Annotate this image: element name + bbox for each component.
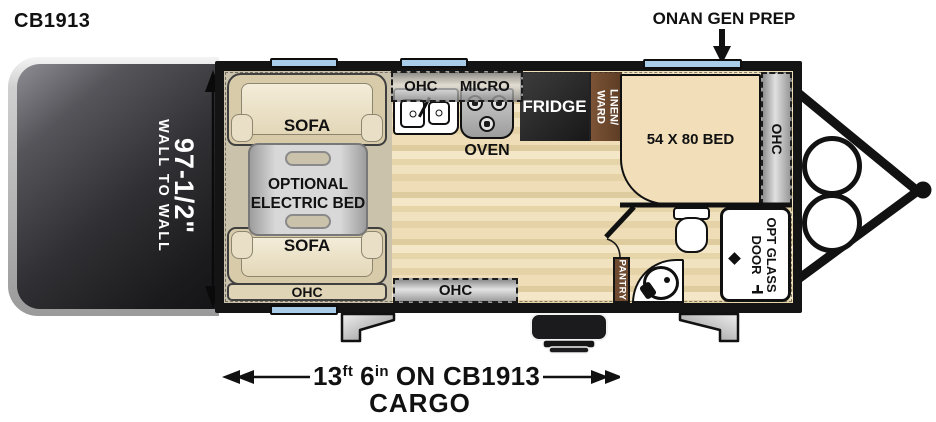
- oven-label: OVEN: [464, 142, 510, 159]
- shower-label-2: DOOR: [749, 235, 765, 274]
- sofa-rear-arm-left: [231, 231, 253, 259]
- sofa-front-arm-left: [231, 114, 253, 142]
- page-title: CB1913: [14, 10, 91, 32]
- window-top-1: [270, 58, 338, 68]
- stabilizer-step-left: [340, 312, 396, 343]
- ramp-dimension-note: WALL TO WALL: [154, 119, 171, 253]
- length-dimension: 13ft 6in ON CB1913: [222, 361, 620, 392]
- dim-feet-unit: ft: [342, 363, 354, 381]
- dim-feet: 13: [313, 361, 343, 391]
- kitchen-ohc-cabinet: OHC: [393, 278, 518, 303]
- dim-suffix: ON CB1913: [395, 361, 541, 391]
- sofa-rear: SOFA: [227, 227, 387, 285]
- pantry: PANTRY: [613, 257, 630, 303]
- trailer-body: SOFA SOFA OPTIONAL ELECTRIC BED OHC: [215, 61, 802, 313]
- bed: 54 X 80 BED: [620, 74, 761, 205]
- dim-inches: 6: [360, 361, 375, 391]
- garage-ohc-cabinet: OHC: [227, 283, 387, 301]
- ohc-label: OHC: [404, 78, 438, 95]
- burner-icon: [479, 116, 495, 132]
- sofa-rear-arm-right: [361, 231, 383, 259]
- hitch-ball: [914, 181, 932, 199]
- sofa-front-arm-right: [361, 114, 383, 142]
- bathroom-sink: [632, 259, 684, 303]
- linen-label-1: LINEN/: [607, 88, 620, 125]
- linen-label-2: WARD: [594, 89, 607, 124]
- cargo-ramp: [8, 57, 219, 316]
- linen-wardrobe: LINEN/ WARD: [589, 72, 622, 141]
- cargo-label: CARGO: [369, 388, 471, 418]
- stabilizer-step-right: [678, 312, 740, 343]
- propane-tank-2: [802, 193, 862, 253]
- onan-gen-prep-label: ONAN GEN PREP: [652, 9, 796, 28]
- fridge: FRIDGE: [520, 72, 589, 141]
- bed-notch-bottom: [285, 214, 331, 229]
- garage-area: SOFA SOFA OPTIONAL ELECTRIC BED OHC: [224, 71, 392, 303]
- window-top-3: [643, 59, 742, 69]
- toilet: [672, 207, 712, 254]
- window-top-2: [400, 58, 468, 68]
- dimension-arrow-left: [222, 369, 310, 384]
- bed-notch-top: [285, 151, 331, 166]
- bedroom-ohc-cabinet: OHC: [761, 72, 792, 205]
- shower-faucet-icon: [752, 285, 763, 294]
- sofa-rear-label: SOFA: [283, 236, 331, 255]
- sofa-front-label: SOFA: [283, 116, 331, 135]
- dim-inches-unit: in: [374, 363, 389, 381]
- shower-head-icon: [728, 252, 741, 265]
- ohc-micro-cabinet: OHC MICRO: [391, 71, 523, 102]
- ramp-dimension-value: 97-1/2": [168, 137, 199, 235]
- cargo-ramp-surface: [17, 64, 219, 309]
- dimension-arrow-right: [543, 369, 620, 384]
- window-bottom-1: [270, 305, 338, 315]
- sofa-front: SOFA: [227, 73, 387, 146]
- door-swing-arc: [606, 238, 621, 259]
- entry-step: [530, 313, 608, 354]
- drain-icon: [409, 110, 416, 117]
- shower: OPT GLASS DOOR: [720, 207, 791, 302]
- electric-bed-label-2: ELECTRIC BED: [250, 195, 366, 212]
- sofa-front-cushion: [241, 83, 373, 135]
- optional-electric-bed: OPTIONAL ELECTRIC BED: [248, 143, 368, 236]
- sink-basin-right: [428, 101, 450, 125]
- pantry-label: PANTRY: [616, 259, 627, 301]
- propane-tank-1: [802, 136, 862, 196]
- toilet-bowl: [675, 217, 708, 253]
- electric-bed-label-1: OPTIONAL: [267, 176, 349, 193]
- length-dimension-text: 13ft 6in ON CB1913: [310, 361, 543, 392]
- hitch-frame: [795, 87, 932, 285]
- bedroom-ohc-label: OHC: [768, 122, 785, 155]
- onan-arrow-icon: [713, 29, 731, 64]
- shower-label-1: OPT GLASS: [764, 216, 780, 293]
- micro-label: MICRO: [459, 78, 510, 95]
- trailer-interior: SOFA SOFA OPTIONAL ELECTRIC BED OHC: [224, 71, 793, 303]
- drain-icon: [435, 109, 443, 117]
- ramp-dimension-label: 97-1/2" WALL TO WALL: [154, 119, 198, 253]
